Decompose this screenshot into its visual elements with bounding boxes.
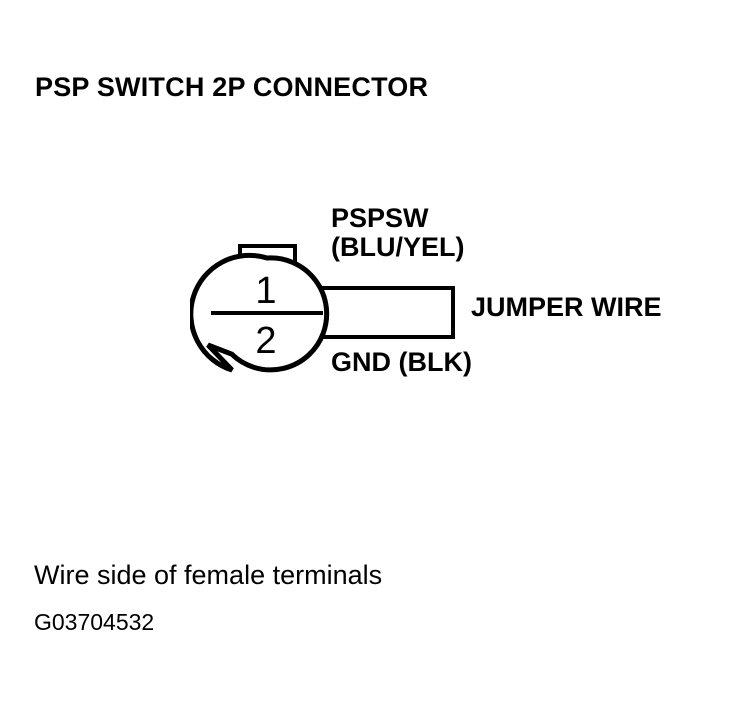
page-title: PSP SWITCH 2P CONNECTOR <box>35 72 429 102</box>
pin2-callout-label: GND (BLK) <box>331 347 472 377</box>
jumper-wire-rectangle <box>318 286 455 339</box>
jumper-wire-label: JUMPER WIRE <box>471 292 662 322</box>
pin-2-number: 2 <box>255 320 276 362</box>
pin1-wire-color: (BLU/YEL) <box>331 231 465 262</box>
pin1-callout-label: PSPSW (BLU/YEL) <box>331 204 464 261</box>
pin-1-number: 1 <box>255 270 276 312</box>
diagram-caption: Wire side of female terminals <box>34 560 383 590</box>
reference-code: G03704532 <box>34 609 155 635</box>
connector-diagram: 1 2 <box>190 190 720 405</box>
pin1-signal-name: PSPSW <box>331 203 429 233</box>
connector-drawing: 1 2 <box>190 244 455 373</box>
